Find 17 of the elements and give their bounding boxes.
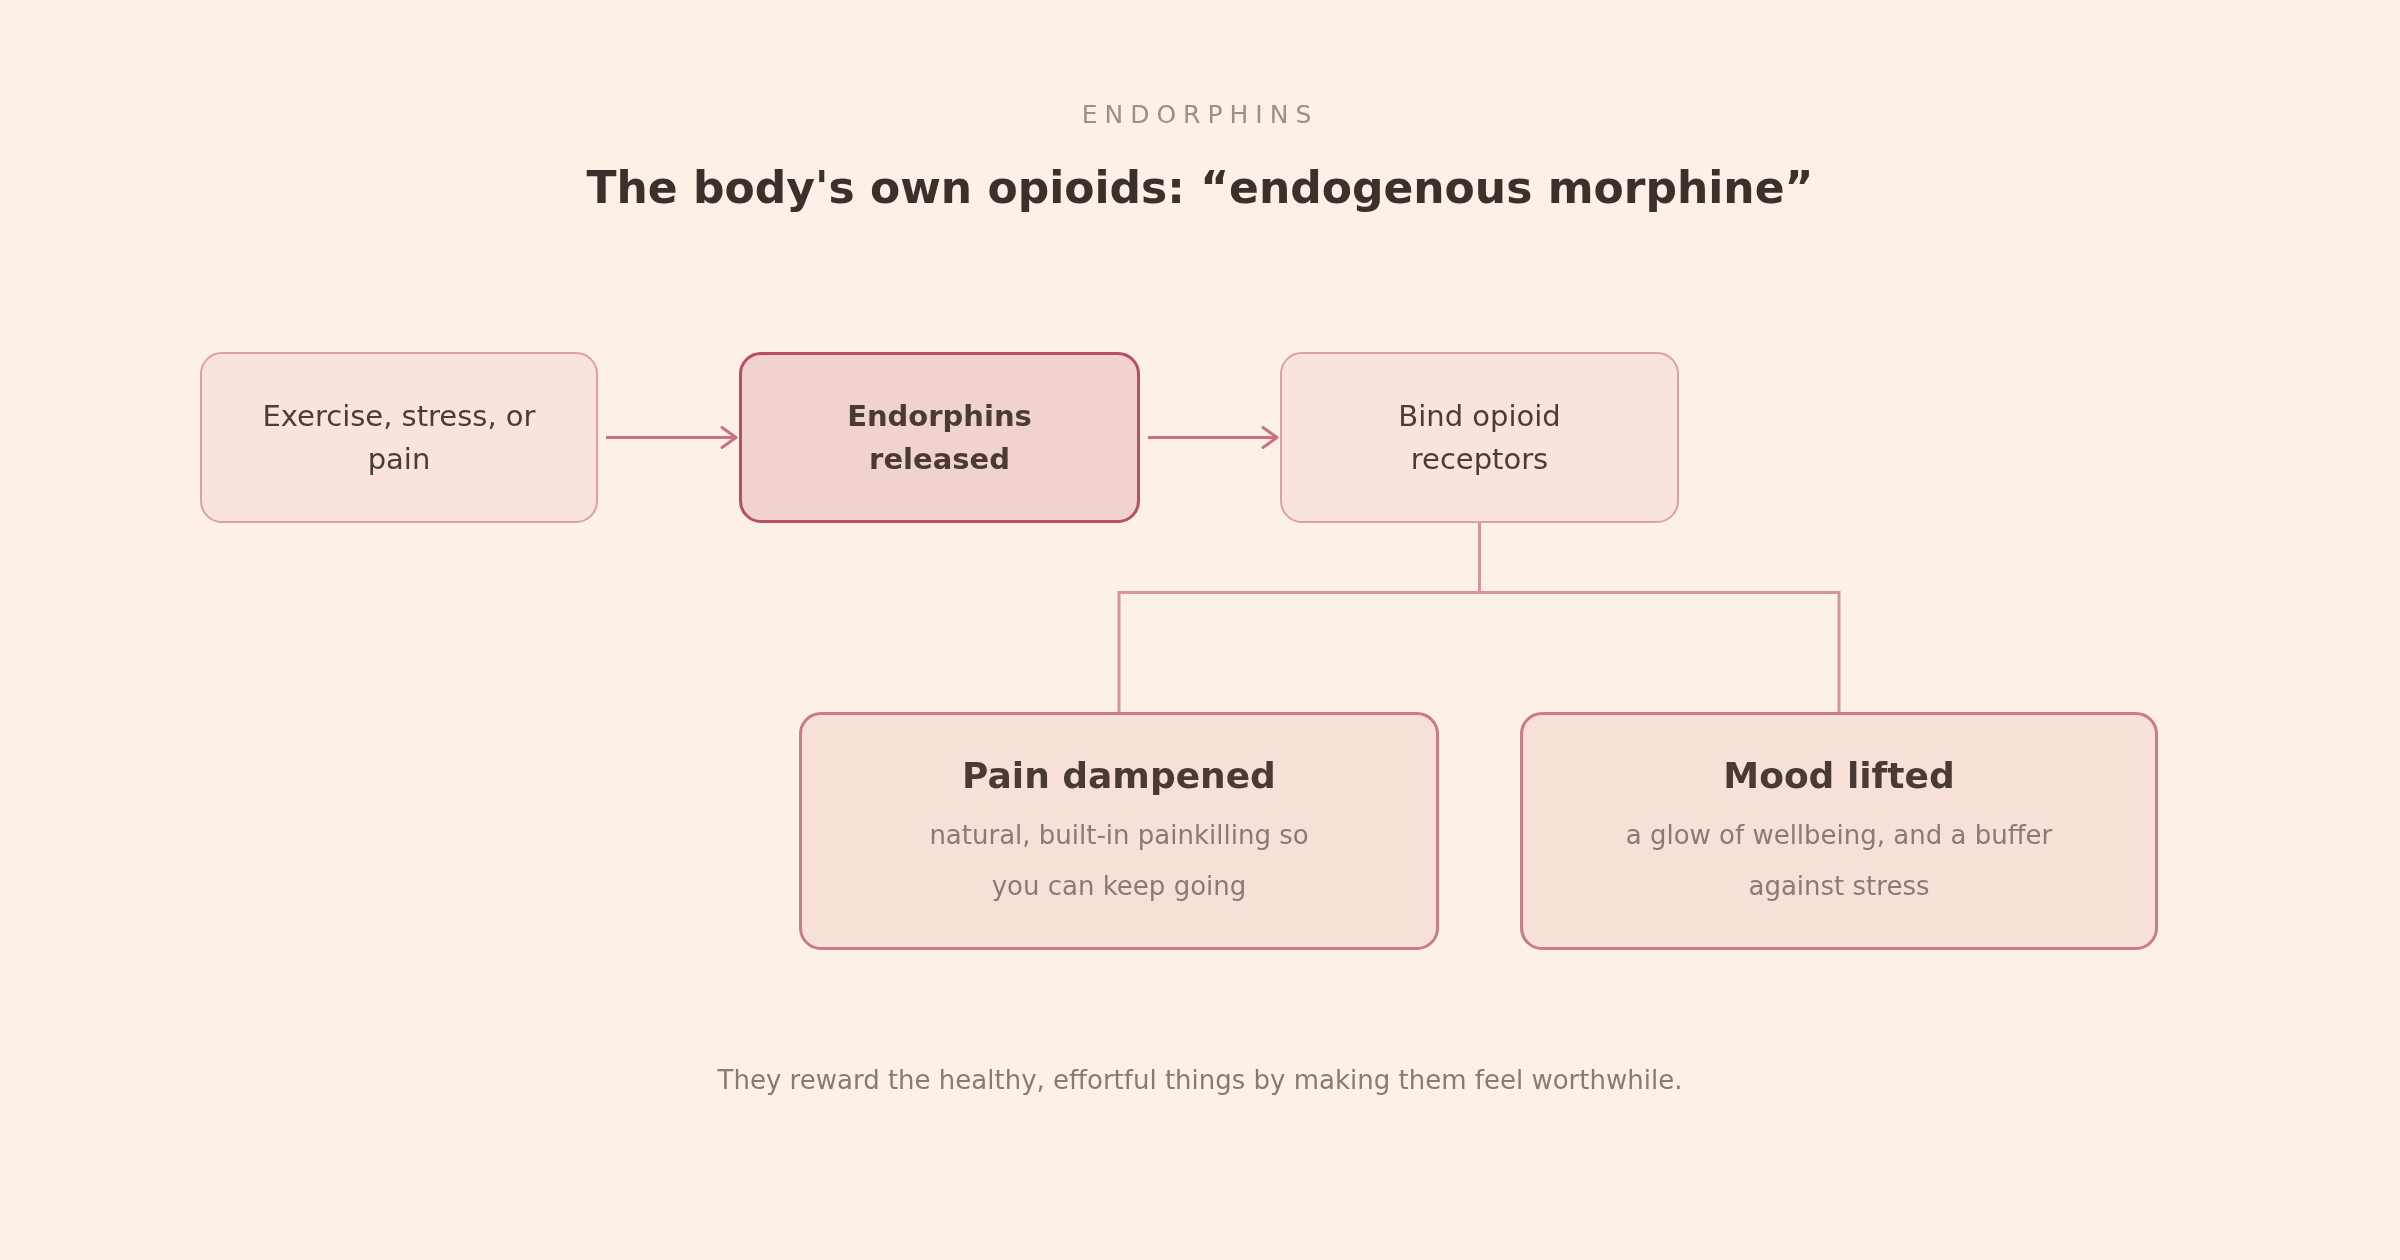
section-label: ENDORPHINS <box>1080 100 1320 129</box>
diagram-title: The body's own opioids: “endogenous morphine” <box>585 162 1815 213</box>
outcome-box <box>1520 712 2158 950</box>
process-box <box>1280 352 1679 523</box>
box-description: a glow of wellbeing, and a buffer against stress <box>1624 819 2054 904</box>
caption: They reward the healthy, effortful things by making them feel worthwhile. <box>716 1065 1684 1095</box>
box-text: Endorphins released <box>846 398 1033 478</box>
box-text: Exercise, stress, or pain <box>261 398 537 478</box>
box-description: natural, built-in painkilling so you can keep going <box>928 819 1310 904</box>
arrow <box>1148 426 1279 449</box>
process-box <box>739 352 1140 523</box>
arrow <box>606 426 738 449</box>
box-text: Bind opioid receptors <box>1397 398 1562 478</box>
box-heading: Mood lifted <box>1723 754 1955 799</box>
outcome-box <box>799 712 1439 950</box>
process-box <box>200 352 598 523</box>
box-heading: Pain dampened <box>962 754 1276 799</box>
